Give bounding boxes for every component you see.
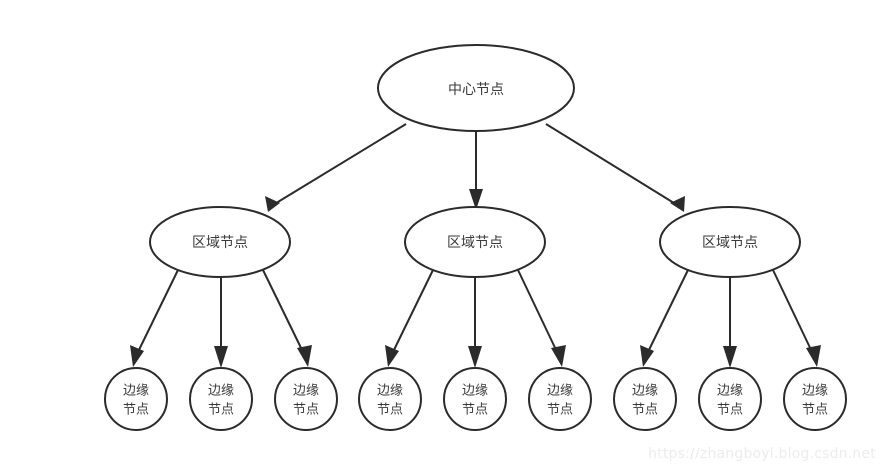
node-ellipse [659,206,801,278]
node-label-line1: 边缘 [632,384,658,399]
edge-group-region-2 [385,269,566,368]
node-label-line1: 边缘 [293,384,319,399]
node-label-line1: 边缘 [802,384,828,399]
edge-line [645,269,689,357]
arrow-head-icon [265,196,280,212]
arrow-head-icon [640,345,654,367]
node-label-line2: 节点 [717,403,743,418]
node-label-line1: 边缘 [377,384,403,399]
edge-line [262,269,305,355]
node-ellipse [404,206,546,278]
node-ellipse [149,206,291,278]
node-circle [783,367,847,431]
node-circle [104,367,168,431]
edge-region-1-to-edge-2 [214,277,228,368]
node-edge-4[interactable]: 边缘 节点 [358,367,422,431]
edge-line [772,269,814,355]
node-circle [528,367,592,431]
edge-region-3-to-edge-9 [772,269,821,367]
edge-region-1-to-edge-3 [262,269,312,367]
node-edge-9[interactable]: 边缘 节点 [783,367,847,431]
node-label: 区域节点 [447,235,503,251]
node-circle [613,367,677,431]
edge-root-to-region-1 [265,123,407,212]
edge-line [390,269,434,357]
node-label-line2: 节点 [377,403,403,418]
node-label-line2: 节点 [123,403,149,418]
node-circle [189,367,253,431]
arrow-head-icon [806,345,821,367]
node-label-line1: 边缘 [208,384,234,399]
node-label-line2: 节点 [462,403,488,418]
node-region-3[interactable]: 区域节点 [659,206,801,278]
node-label-line1: 边缘 [123,384,149,399]
edge-line [517,269,559,355]
edge-group-region-3 [640,269,821,368]
node-label-line2: 节点 [547,403,573,418]
node-ellipse [377,44,575,132]
edge-line [135,269,179,357]
node-label: 区域节点 [192,235,248,251]
watermark-text: https://zhangboyi.blog.csdn.net [648,446,876,462]
arrow-head-icon [670,196,685,212]
edge-region-2-to-edge-6 [517,269,566,367]
node-label-line1: 边缘 [717,384,743,399]
node-circle [443,367,507,431]
edge-root-to-region-2 [469,131,483,210]
arrow-head-icon [723,346,737,368]
node-label-line2: 节点 [293,403,319,418]
arrow-head-icon [469,189,483,210]
arrow-head-icon [551,345,566,367]
node-edge-5[interactable]: 边缘 节点 [443,367,507,431]
node-label-line1: 边缘 [462,384,488,399]
node-edge-2[interactable]: 边缘 节点 [189,367,253,431]
node-region-1[interactable]: 区域节点 [149,206,291,278]
node-label-line2: 节点 [208,403,234,418]
node-label-line2: 节点 [632,403,658,418]
edge-region-2-to-edge-4 [385,269,434,367]
edge-group-root [265,123,685,212]
edge-region-3-to-edge-7 [640,269,689,367]
node-label-line1: 边缘 [547,384,573,399]
node-edge-7[interactable]: 边缘 节点 [613,367,677,431]
arrow-head-icon [130,345,144,367]
edge-region-2-to-edge-5 [468,277,482,368]
node-label: 中心节点 [448,82,504,98]
arrow-head-icon [214,346,228,368]
arrow-head-icon [385,345,399,367]
node-circle [274,367,338,431]
node-label: 区域节点 [702,235,758,251]
edge-line [545,123,683,209]
node-center[interactable]: 中心节点 [377,44,575,132]
edge-root-to-region-3 [545,123,685,212]
node-edge-3[interactable]: 边缘 节点 [274,367,338,431]
edge-region-1-to-edge-1 [130,269,179,367]
node-edge-6[interactable]: 边缘 节点 [528,367,592,431]
edge-line [267,123,407,209]
node-circle [698,367,762,431]
node-label-line2: 节点 [802,403,828,418]
node-edge-1[interactable]: 边缘 节点 [104,367,168,431]
edge-group-region-1 [130,269,312,368]
arrow-head-icon [297,345,312,367]
node-region-2[interactable]: 区域节点 [404,206,546,278]
arrow-head-icon [468,346,482,368]
node-edge-8[interactable]: 边缘 节点 [698,367,762,431]
edge-region-3-to-edge-8 [723,277,737,368]
node-circle [358,367,422,431]
